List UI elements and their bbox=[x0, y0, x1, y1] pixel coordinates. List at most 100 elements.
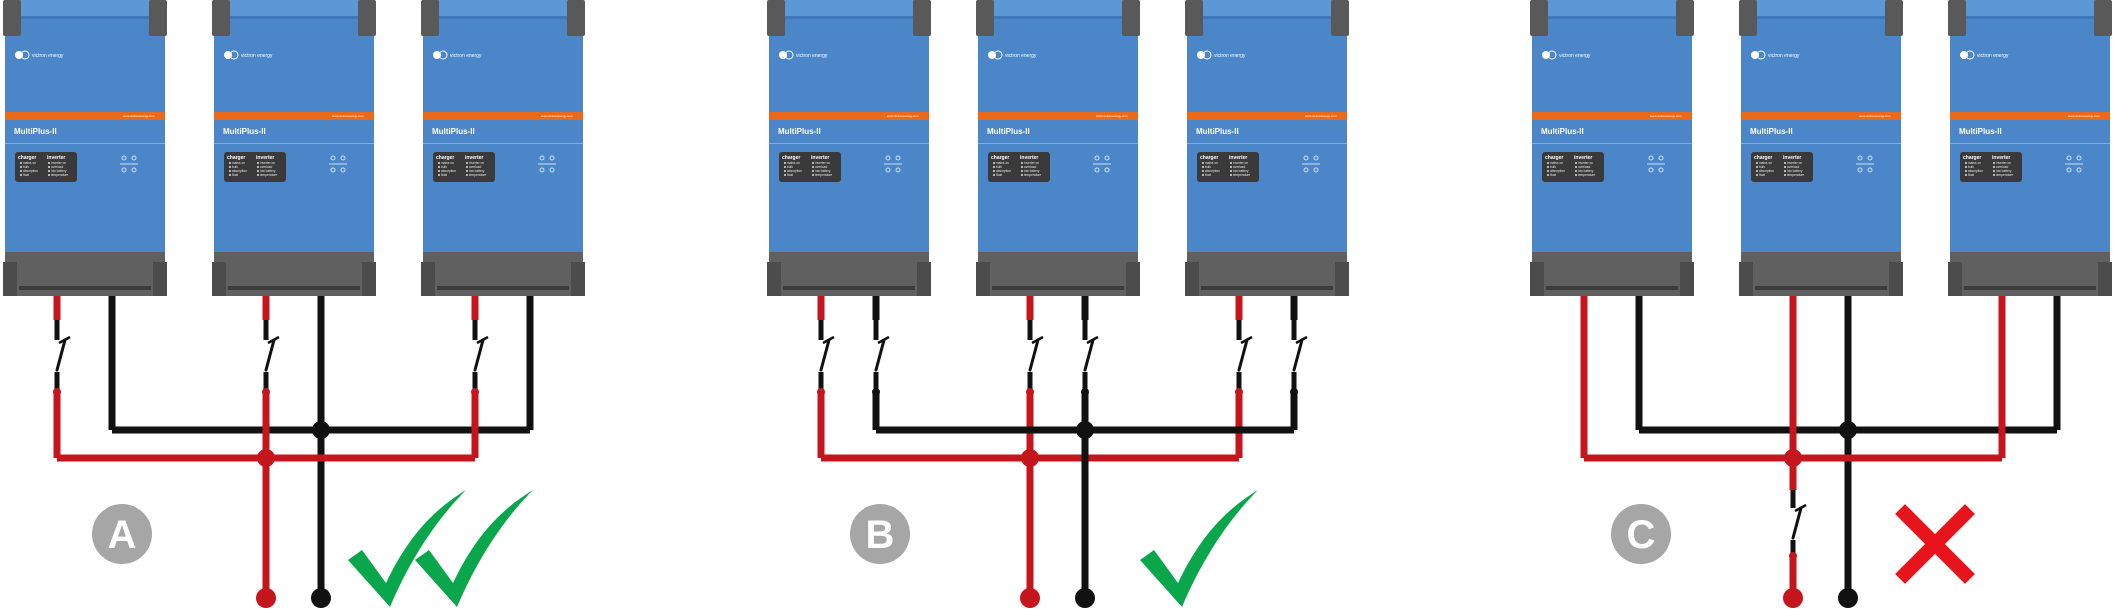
charger-led-label: mains on bbox=[1968, 161, 1981, 165]
multiplus-unit-b-3 bbox=[1184, 0, 1350, 297]
multiplus-unit-c-3 bbox=[1947, 0, 2113, 297]
config-b-label: B bbox=[850, 504, 910, 564]
inverter-label: inverter bbox=[1992, 155, 2010, 161]
negative-junction bbox=[1839, 421, 1857, 439]
positive-node bbox=[1235, 388, 1243, 396]
inverter-led-label: low battery bbox=[469, 169, 485, 173]
unit-labels: victron energywww.victronenergy.comMulti… bbox=[1541, 53, 1682, 177]
inverter-led-label: overload bbox=[1787, 165, 1799, 169]
dc-switch bbox=[473, 335, 490, 372]
positive-terminal bbox=[1020, 588, 1040, 608]
dc-switch-positive bbox=[1237, 335, 1254, 372]
inverter-led-label: inverter on bbox=[260, 161, 275, 165]
unit-labels: victron energywww.victronenergy.comMulti… bbox=[1196, 53, 1337, 177]
inverter-led-label: inverter on bbox=[51, 161, 66, 165]
url-label: www.victronenergy.com bbox=[2068, 114, 2100, 118]
inverter-label: inverter bbox=[465, 155, 483, 161]
inverter-led-label: overload bbox=[51, 165, 63, 169]
charger-led-label: mains on bbox=[787, 161, 800, 165]
charger-led-label: mains on bbox=[1205, 161, 1218, 165]
inverter-led-label: low battery bbox=[260, 169, 276, 173]
charger-label: charger bbox=[436, 155, 454, 161]
positive-node bbox=[53, 388, 61, 396]
brand-label: victron energy bbox=[450, 53, 482, 59]
charger-led-label: float bbox=[1205, 173, 1211, 177]
charger-label: charger bbox=[1200, 155, 1218, 161]
inverter-led-label: low battery bbox=[1024, 169, 1040, 173]
unit-labels: victron energywww.victronenergy.comMulti… bbox=[1959, 53, 2100, 177]
negative-terminal bbox=[1075, 588, 1095, 608]
brand-label: victron energy bbox=[1559, 53, 1591, 59]
charger-led-label: float bbox=[787, 173, 793, 177]
model-label: MultiPlus-II bbox=[778, 127, 821, 136]
dc-switch-negative bbox=[1292, 335, 1309, 372]
inverter-label: inverter bbox=[1229, 155, 1247, 161]
charger-led-label: absorption bbox=[441, 169, 456, 173]
inverter-led-label: temperature bbox=[1024, 173, 1041, 177]
inverter-label: inverter bbox=[811, 155, 829, 161]
inverter-led-label: inverter on bbox=[1024, 161, 1039, 165]
negative-junction bbox=[1076, 421, 1094, 439]
charger-led-label: absorption bbox=[1550, 169, 1565, 173]
inverter-led-label: inverter on bbox=[815, 161, 830, 165]
url-label: www.victronenergy.com bbox=[1096, 114, 1128, 118]
common-dc-switch bbox=[1791, 503, 1808, 540]
model-label: MultiPlus-II bbox=[987, 127, 1030, 136]
inverter-label: inverter bbox=[1783, 155, 1801, 161]
inverter-led-label: inverter on bbox=[1787, 161, 1802, 165]
charger-led-label: float bbox=[1968, 173, 1974, 177]
charger-label: charger bbox=[782, 155, 800, 161]
inverter-label: inverter bbox=[1020, 155, 1038, 161]
unit-labels: victron energy www.victronenergy.comMulti… bbox=[987, 53, 1128, 177]
unit-labels: victron energywww.victronenergy.comMulti… bbox=[1750, 53, 1891, 177]
brand-label: victron energy bbox=[1005, 53, 1037, 59]
inverter-led-label: low battery bbox=[1233, 169, 1249, 173]
model-label: MultiPlus-II bbox=[1541, 127, 1584, 136]
inverter-led-label: inverter on bbox=[469, 161, 484, 165]
charger-led-label: bulk bbox=[232, 165, 238, 169]
inverter-led-label: temperature bbox=[815, 173, 832, 177]
charger-led-label: bulk bbox=[441, 165, 447, 169]
negative-node bbox=[1290, 388, 1298, 396]
charger-led-label: bulk bbox=[23, 165, 29, 169]
model-label: MultiPlus-II bbox=[14, 127, 57, 136]
charger-led-label: absorption bbox=[232, 169, 247, 173]
dc-switch-positive bbox=[819, 335, 836, 372]
inverter-led-label: overload bbox=[469, 165, 481, 169]
charger-led-label: bulk bbox=[787, 165, 793, 169]
charger-led-label: mains on bbox=[1759, 161, 1772, 165]
brand-label: victron energy bbox=[796, 53, 828, 59]
inverter-led-label: temperature bbox=[1787, 173, 1804, 177]
charger-label: charger bbox=[227, 155, 245, 161]
dc-switch-negative bbox=[1083, 335, 1100, 372]
label-circle bbox=[1611, 504, 1671, 564]
unit-labels: victron energywww.victronenergy.comMulti… bbox=[432, 53, 573, 177]
model-label: MultiPlus-II bbox=[1750, 127, 1793, 136]
charger-led-label: mains on bbox=[232, 161, 245, 165]
charger-led-label: absorption bbox=[23, 169, 38, 173]
url-label: www.victronenergy.com bbox=[1859, 114, 1891, 118]
inverter-led-label: overload bbox=[1024, 165, 1036, 169]
verdict-check-icon bbox=[415, 490, 533, 607]
multiplus-unit-a-1 bbox=[2, 0, 168, 297]
url-label: www.victronenergy.com bbox=[332, 114, 364, 118]
url-label: www.victronenergy.com bbox=[1305, 114, 1337, 118]
brand-label: victron energy bbox=[1214, 53, 1246, 59]
positive-junction bbox=[1021, 449, 1039, 467]
config-letter: C bbox=[1627, 513, 1656, 557]
charger-label: charger bbox=[1754, 155, 1772, 161]
inverter-led-label: low battery bbox=[51, 169, 67, 173]
inverter-led-label: inverter on bbox=[1996, 161, 2011, 165]
multiplus-unit-a-3 bbox=[420, 0, 586, 297]
inverter-label: inverter bbox=[1574, 155, 1592, 161]
inverter-led-label: temperature bbox=[469, 173, 486, 177]
negative-junction bbox=[312, 421, 330, 439]
positive-node bbox=[471, 388, 479, 396]
inverter-led-label: temperature bbox=[51, 173, 68, 177]
charger-led-label: mains on bbox=[441, 161, 454, 165]
multiplus-unit-c-2 bbox=[1738, 0, 1904, 297]
positive-node bbox=[817, 388, 825, 396]
inverter-led-label: overload bbox=[815, 165, 827, 169]
charger-led-label: float bbox=[1759, 173, 1765, 177]
